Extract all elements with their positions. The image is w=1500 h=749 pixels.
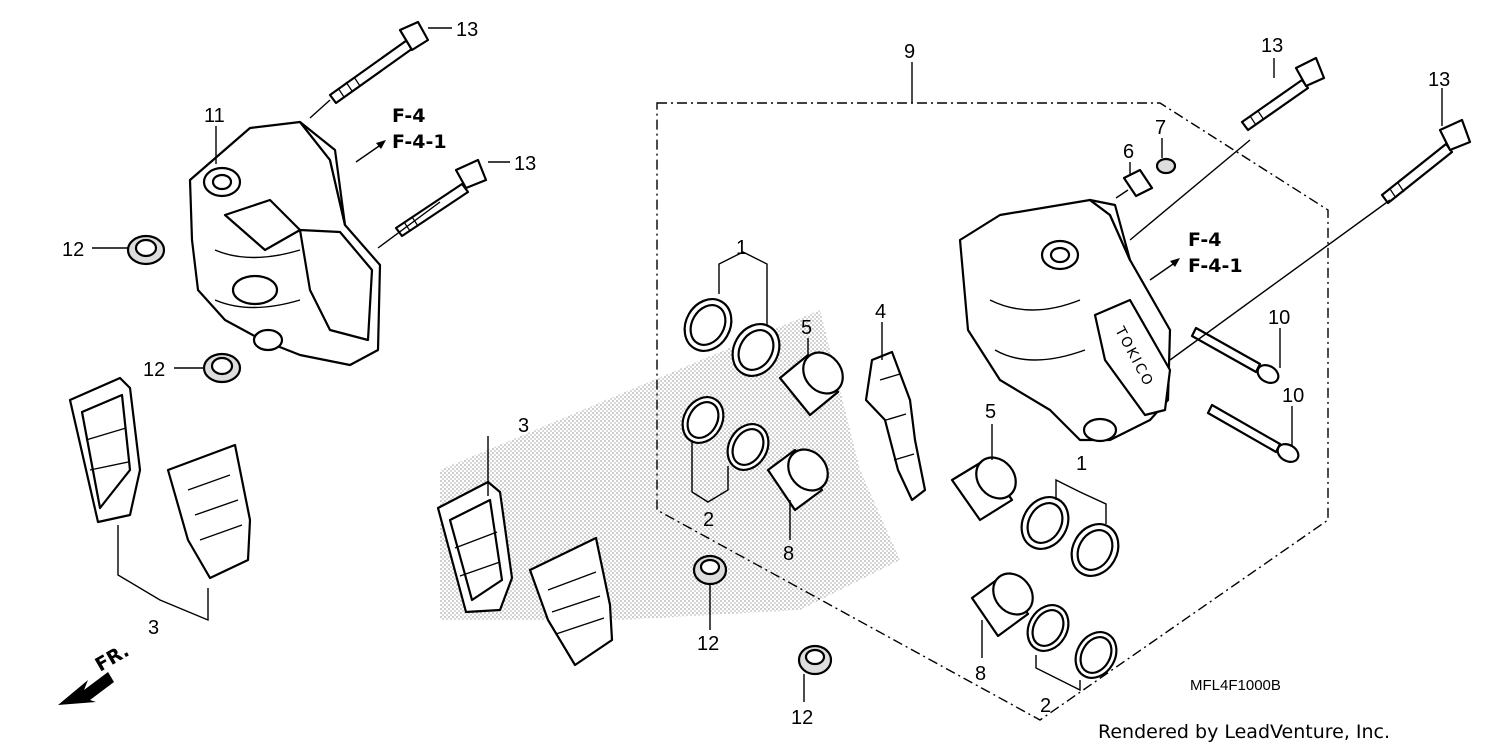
left-caliper[interactable] <box>188 120 382 367</box>
bolt-13-a[interactable] <box>328 20 430 105</box>
callout-1[interactable]: 1 <box>736 237 747 259</box>
pad-3-left-a[interactable] <box>68 376 142 524</box>
callout-5[interactable]: 5 <box>985 401 996 423</box>
callout-2[interactable]: 2 <box>1040 695 1051 717</box>
bushing-12-c[interactable] <box>692 554 728 586</box>
pin-10-b[interactable] <box>1206 403 1302 465</box>
front-arrow-icon: FR. <box>58 640 133 705</box>
piston-8-center[interactable] <box>766 442 836 512</box>
watermark-stipple <box>440 310 900 620</box>
pad-3-left-b[interactable] <box>166 443 252 580</box>
reference-right[interactable]: F-4 F-4-1 <box>1188 229 1243 277</box>
bushing-12-a[interactable] <box>126 234 166 266</box>
svg-text:F-4-1: F-4-1 <box>392 131 447 153</box>
credit-text: Rendered by LeadVenture, Inc. <box>1098 721 1390 743</box>
callout-10[interactable]: 10 <box>1282 385 1304 407</box>
pad-spring-4[interactable] <box>864 350 927 502</box>
svg-text:F-4: F-4 <box>1188 229 1222 251</box>
callout-8[interactable]: 8 <box>975 663 986 685</box>
bolt-13-c[interactable] <box>1240 56 1326 132</box>
seal-1-right-a[interactable] <box>1012 489 1077 558</box>
seal-2-center-b[interactable] <box>720 417 777 478</box>
piston-5-right[interactable] <box>950 450 1024 522</box>
bolt-13-b[interactable] <box>394 158 488 238</box>
callout-3[interactable]: 3 <box>148 617 159 639</box>
callout-4[interactable]: 4 <box>875 301 886 323</box>
callout-9[interactable]: 9 <box>904 41 915 63</box>
callout-5[interactable]: 5 <box>801 317 812 339</box>
seal-2-center-a[interactable] <box>675 390 732 451</box>
piston-5-center[interactable] <box>778 345 851 417</box>
callout-8[interactable]: 8 <box>783 543 794 565</box>
callout-13[interactable]: 13 <box>456 19 478 41</box>
callout-10[interactable]: 10 <box>1268 307 1290 329</box>
callout-2[interactable]: 2 <box>703 509 714 531</box>
bushing-12-b[interactable] <box>202 352 242 384</box>
callout-12[interactable]: 12 <box>697 633 719 655</box>
callout-13[interactable]: 13 <box>1261 35 1283 57</box>
svg-text:F-4-1: F-4-1 <box>1188 255 1243 277</box>
cap-7[interactable] <box>1155 157 1177 175</box>
callout-11[interactable]: 11 <box>204 105 225 127</box>
front-indicator: FR. <box>92 640 133 677</box>
diagram-code: MFL4F1000B <box>1190 677 1281 694</box>
seal-2-right-a[interactable] <box>1020 598 1077 659</box>
callout-12[interactable]: 12 <box>791 707 813 729</box>
seal-1-center-a[interactable] <box>675 291 740 360</box>
reference-left[interactable]: F-4 F-4-1 <box>392 105 447 153</box>
callout-7[interactable]: 7 <box>1155 117 1166 139</box>
seal-1-right-b[interactable] <box>1062 516 1127 585</box>
pad-3-center-a[interactable] <box>436 480 514 614</box>
callout-1[interactable]: 1 <box>1076 453 1087 475</box>
svg-text:F-4: F-4 <box>392 105 426 127</box>
callout-13[interactable]: 13 <box>514 153 536 175</box>
right-caliper[interactable]: TOKICO <box>958 198 1172 443</box>
pin-10-a[interactable] <box>1190 326 1282 386</box>
callout-12[interactable]: 12 <box>62 239 84 261</box>
callouts: 13 13 11 12 12 3 9 1 5 4 3 2 8 12 12 13 … <box>62 19 1450 729</box>
bolt-13-d[interactable] <box>1380 118 1472 205</box>
seal-1-center-b[interactable] <box>723 316 788 385</box>
seal-2-right-b[interactable] <box>1068 625 1125 686</box>
callout-6[interactable]: 6 <box>1123 141 1134 163</box>
callout-13[interactable]: 13 <box>1428 69 1450 91</box>
piston-8-right[interactable] <box>970 566 1041 638</box>
kit-boundary-9 <box>656 102 1329 721</box>
callout-12[interactable]: 12 <box>143 359 165 381</box>
pad-3-center-b[interactable] <box>528 536 614 667</box>
bushing-12-d[interactable] <box>797 644 833 676</box>
bleeder-6[interactable] <box>1115 168 1154 199</box>
leader-lines <box>92 27 1443 702</box>
callout-3[interactable]: 3 <box>518 415 529 437</box>
